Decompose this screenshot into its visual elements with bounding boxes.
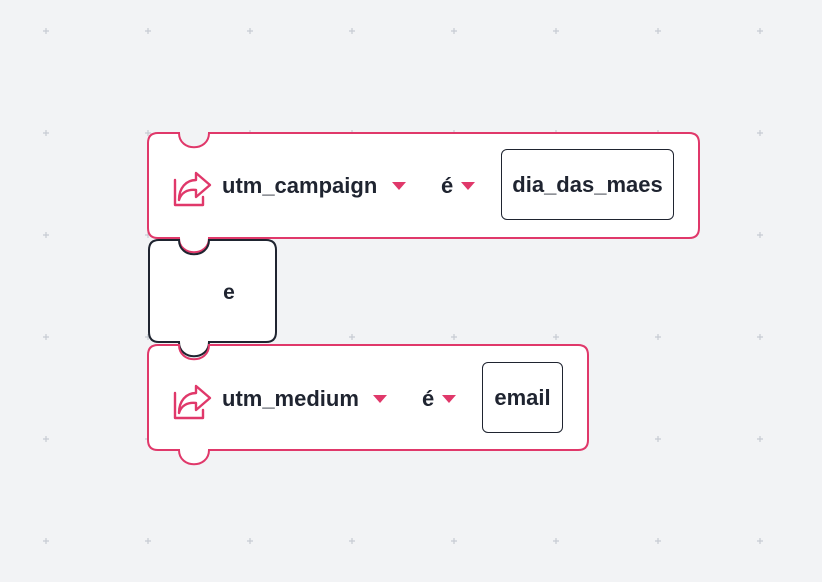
condition-block-2[interactable] (147, 344, 589, 466)
grid-cross (757, 436, 763, 442)
operator-chevron-down-icon[interactable] (461, 182, 475, 190)
grid-cross (757, 130, 763, 136)
grid-cross (757, 334, 763, 340)
share-arrow-icon (172, 380, 212, 420)
field-chevron-down-icon[interactable] (373, 395, 387, 403)
grid-cross (247, 28, 253, 34)
value-input[interactable]: email (482, 362, 563, 433)
grid-cross (145, 538, 151, 544)
grid-cross (43, 28, 49, 34)
grid-cross (553, 538, 559, 544)
grid-cross (757, 538, 763, 544)
share-arrow-icon (172, 167, 212, 207)
grid-cross (247, 538, 253, 544)
grid-cross (655, 436, 661, 442)
grid-cross (349, 538, 355, 544)
operator-dropdown[interactable]: é (422, 386, 435, 411)
grid-cross (349, 28, 355, 34)
grid-cross (757, 28, 763, 34)
grid-cross (451, 334, 457, 340)
field-dropdown-utm-medium[interactable]: utm_medium (222, 386, 359, 411)
grid-cross (349, 334, 355, 340)
grid-cross (655, 538, 661, 544)
connector-block[interactable] (148, 239, 277, 358)
grid-cross (451, 538, 457, 544)
grid-cross (43, 130, 49, 136)
value-input[interactable]: dia_das_maes (501, 149, 674, 220)
connector-label: e (223, 281, 235, 304)
grid-cross (757, 232, 763, 238)
grid-cross (43, 232, 49, 238)
grid-cross (553, 334, 559, 340)
field-chevron-down-icon[interactable] (392, 182, 406, 190)
grid-cross (43, 334, 49, 340)
field-dropdown-utm-campaign[interactable]: utm_campaign (222, 173, 378, 198)
grid-cross (655, 334, 661, 340)
operator-chevron-down-icon[interactable] (442, 395, 456, 403)
grid-cross (553, 28, 559, 34)
operator-dropdown[interactable]: é (441, 173, 454, 198)
grid-cross (145, 28, 151, 34)
grid-cross (43, 538, 49, 544)
grid-cross (145, 130, 151, 136)
grid-cross (655, 28, 661, 34)
grid-cross (43, 436, 49, 442)
grid-cross (451, 28, 457, 34)
